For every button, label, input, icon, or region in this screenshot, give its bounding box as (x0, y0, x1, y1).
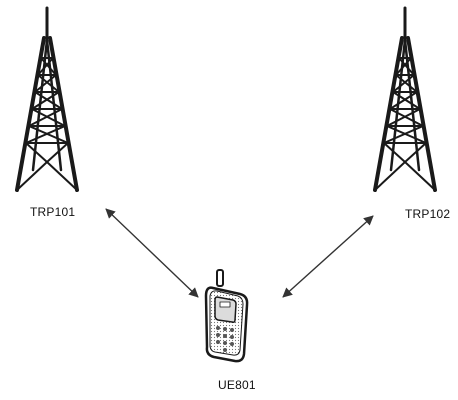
tower-icon (15, 6, 79, 192)
device-label-ue801: UE801 (218, 378, 256, 392)
tower-label-trp102: TRP102 (405, 207, 451, 221)
tower-icon (373, 6, 437, 192)
tower-label-trp101: TRP101 (30, 205, 76, 219)
mobile-phone-icon (204, 269, 249, 363)
link-arrow-trp102-ue801 (282, 215, 374, 298)
link-arrow-trp101-ue801 (105, 208, 199, 298)
